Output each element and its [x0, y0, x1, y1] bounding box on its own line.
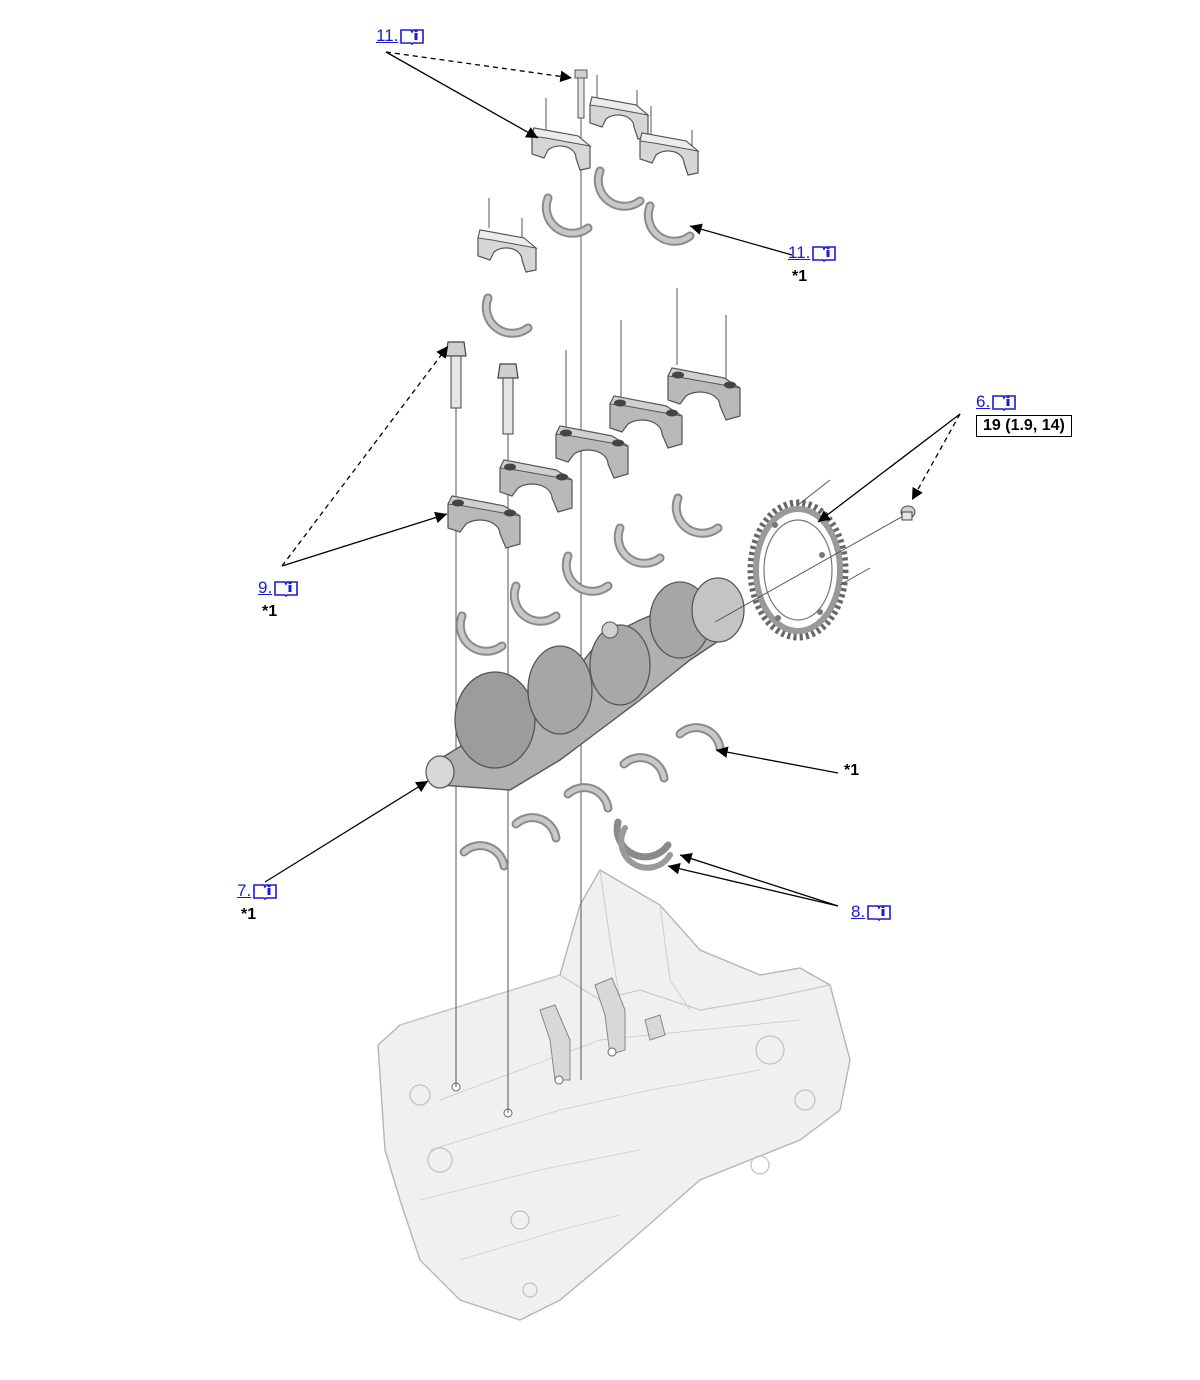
- thrust-washers: [613, 818, 673, 871]
- ref-label: 9.: [258, 578, 273, 597]
- callout-11-top: 11.: [376, 26, 425, 46]
- note-mark: *1: [844, 762, 860, 779]
- callout-11-right: 11. *1: [788, 243, 837, 286]
- book-info-icon: [274, 581, 298, 597]
- main-bearing-caps: [447, 367, 741, 549]
- book-info-icon: [253, 884, 277, 900]
- ref-link-9[interactable]: 9.: [258, 578, 299, 598]
- book-info-icon: [812, 246, 837, 262]
- main-cap-bolts: [445, 341, 519, 435]
- ref-link-11-top[interactable]: 11.: [376, 26, 425, 46]
- callout-6: 6. 19 (1.9, 14): [976, 392, 1072, 437]
- note-mark: *1: [262, 603, 278, 620]
- callout-star-note: *1: [840, 762, 859, 780]
- ref-label: 11.: [788, 243, 811, 262]
- ref-link-8[interactable]: 8.: [851, 902, 892, 922]
- crankshaft: [425, 577, 745, 791]
- callout-8: 8.: [851, 902, 892, 922]
- timing-rotor-bolt: [900, 505, 916, 521]
- book-info-icon: [400, 29, 425, 45]
- callout-9: 9. *1: [258, 578, 299, 621]
- upper-bearing-shells: [486, 171, 690, 333]
- book-info-icon: [867, 905, 891, 921]
- ref-link-11-right[interactable]: 11.: [788, 243, 837, 263]
- callout-7: 7. *1: [237, 881, 278, 924]
- leader-lines: [264, 51, 961, 907]
- torque-spec: 19 (1.9, 14): [976, 415, 1072, 437]
- ref-label: 7.: [237, 881, 252, 900]
- note-mark: *1: [792, 268, 808, 285]
- book-info-icon: [992, 395, 1016, 411]
- top-cap-bolt: [574, 69, 588, 119]
- ref-label: 8.: [851, 902, 866, 921]
- ref-link-6[interactable]: 6.: [976, 392, 1017, 412]
- crankshaft-timing-rotor: [714, 479, 906, 641]
- cylinder-block: [377, 869, 851, 1321]
- ref-label: 11.: [376, 26, 399, 45]
- ref-link-7[interactable]: 7.: [237, 881, 278, 901]
- ref-label: 6.: [976, 392, 991, 411]
- note-mark: *1: [241, 906, 257, 923]
